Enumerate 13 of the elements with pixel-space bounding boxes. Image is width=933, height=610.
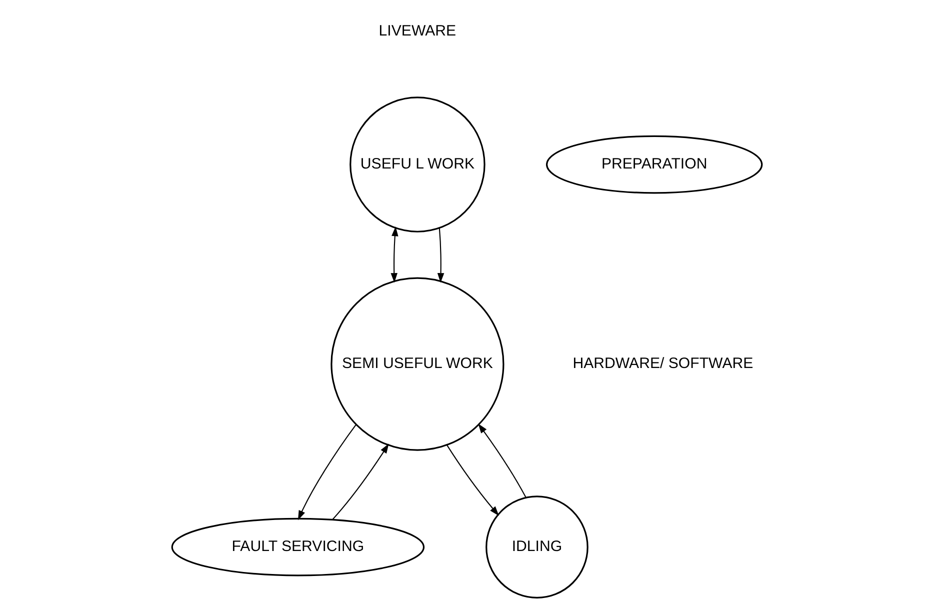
arrow bbox=[297, 424, 356, 520]
arrow bbox=[478, 424, 526, 498]
node-circle: USEFU L WORK bbox=[349, 96, 485, 232]
label: HARDWARE/ SOFTWARE bbox=[572, 355, 753, 372]
arrow bbox=[446, 444, 498, 516]
arrow bbox=[436, 228, 444, 283]
node-circle: IDLING bbox=[485, 496, 588, 598]
node-ellipse: PREPARATION bbox=[545, 135, 762, 194]
arrow bbox=[331, 444, 388, 520]
node-circle: SEMI USEFUL WORK bbox=[330, 277, 504, 451]
arrow bbox=[390, 226, 398, 283]
node-ellipse: FAULT SERVICING bbox=[170, 518, 424, 576]
label: LIVEWARE bbox=[378, 22, 456, 40]
